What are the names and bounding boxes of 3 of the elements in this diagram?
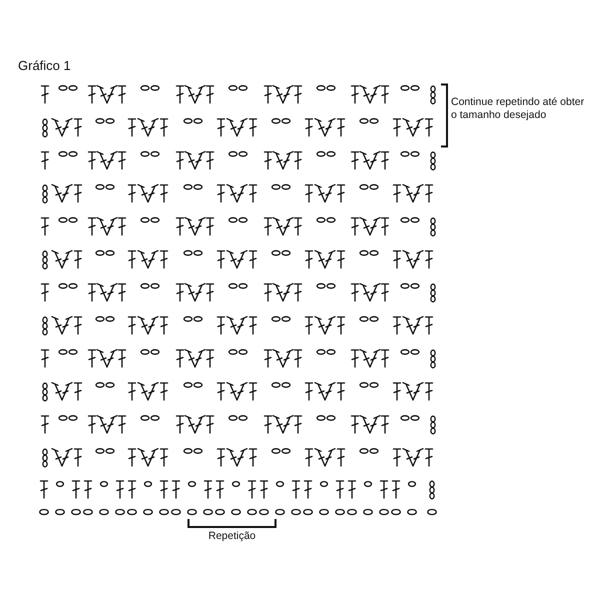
chart-title: Gráfico 1	[18, 58, 71, 74]
repeat-label: Repetição	[207, 530, 257, 543]
bracket-note: Continue repetindo até obter o tamanho desejado	[451, 96, 586, 122]
